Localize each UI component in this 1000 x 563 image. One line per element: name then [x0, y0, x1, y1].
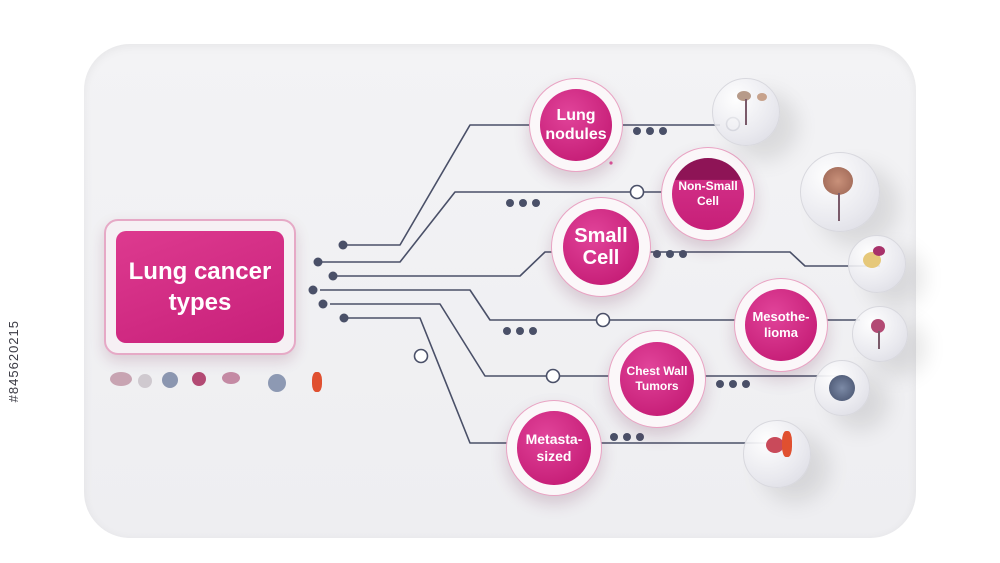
triple-dot: [729, 380, 737, 388]
specimen-sphere-mesothelioma: [852, 306, 908, 362]
triple-dot: [516, 327, 524, 335]
node-non-small-cell: Non-Small Cell: [661, 147, 755, 241]
triple-dot: [679, 250, 687, 258]
triple-dot: [666, 250, 674, 258]
node-metastasized: Metasta- sized: [506, 400, 602, 496]
node-lung-nodules: Lung nodules: [529, 78, 623, 172]
mini-specimen: [110, 372, 132, 386]
mini-specimen: [312, 372, 322, 392]
wire-end-dot: [313, 257, 323, 267]
node-small-cell: Small Cell: [551, 197, 651, 297]
specimen-sphere-small-cell: [848, 235, 906, 293]
wire-end-dot: [328, 271, 338, 281]
wire-end-dot: [339, 313, 349, 323]
specimen-sphere-metastasized: [743, 420, 811, 488]
wire-mesothelioma: [320, 289, 860, 321]
ring-joint: [595, 312, 611, 328]
wire-end-dot: [308, 285, 318, 295]
node-chest-wall-tumors: Chest Wall Tumors: [608, 330, 706, 428]
triple-dot: [506, 199, 514, 207]
wire-end-dot: [338, 240, 348, 250]
triple-dot: [653, 250, 661, 258]
specimen-sphere-chest-wall: [814, 360, 870, 416]
node-label-metastasized: Metasta- sized: [517, 411, 591, 485]
triple-dot: [716, 380, 724, 388]
node-label-chest-wall-tumors: Chest Wall Tumors: [619, 341, 695, 417]
wire-end-dot: [318, 299, 328, 309]
triple-dot: [529, 327, 537, 335]
title-card: Lung cancer types: [104, 219, 296, 355]
mini-specimen: [162, 372, 178, 388]
node-label-mesothelioma: Mesothe- lioma: [745, 289, 817, 361]
triple-dot: [633, 127, 641, 135]
node-mesothelioma: Mesothe- lioma: [734, 278, 828, 372]
triple-dot: [610, 433, 618, 441]
specimen-row: [104, 368, 334, 408]
ring-joint: [629, 184, 645, 200]
triple-dot: [503, 327, 511, 335]
triple-dot: [646, 127, 654, 135]
ring-joint: [413, 348, 429, 364]
triple-dot: [659, 127, 667, 135]
triple-dot: [532, 199, 540, 207]
specimen-sphere-non-small-cell: [800, 152, 880, 232]
node-label-small-cell: Small Cell: [562, 208, 640, 286]
mini-specimen: [192, 372, 206, 386]
node-label-lung-nodules: Lung nodules: [540, 89, 612, 161]
diagram-title: Lung cancer types: [116, 231, 284, 343]
triple-dot: [519, 199, 527, 207]
mini-specimen: [268, 374, 286, 392]
stock-id: #845620215: [6, 320, 21, 403]
node-label-non-small-cell: Non-Small Cell: [672, 158, 744, 230]
triple-dot: [623, 433, 631, 441]
wire-metastasized: [344, 317, 770, 444]
mini-specimen: [222, 372, 240, 384]
mini-specimen: [138, 374, 152, 388]
wire-non-small-cell: [318, 191, 665, 263]
triple-dot: [742, 380, 750, 388]
ring-joint: [545, 368, 561, 384]
triple-dot: [636, 433, 644, 441]
specimen-sphere-lung-nodules: [712, 78, 780, 146]
